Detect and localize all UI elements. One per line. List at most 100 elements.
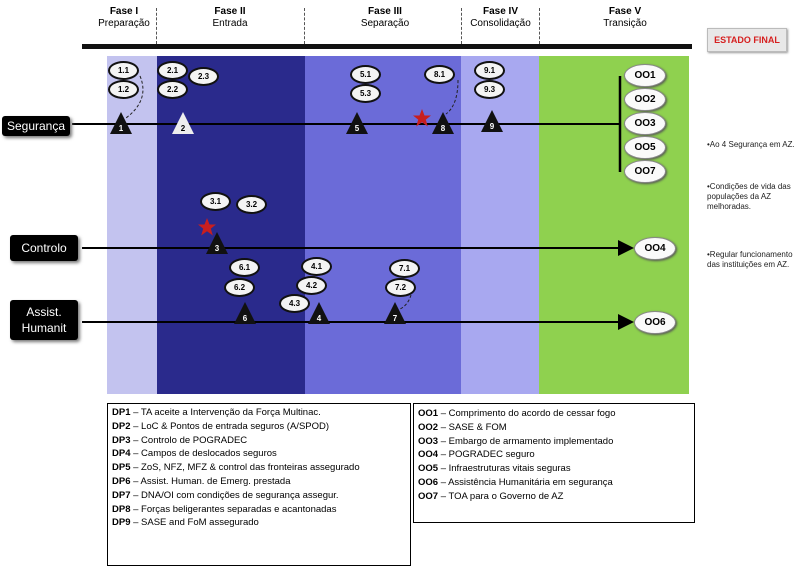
- oval-5-1: 5.1: [350, 65, 381, 84]
- oval-7-2: 7.2: [385, 278, 416, 297]
- side-note-1: •Ao 4 Segurança em AZ.: [707, 140, 795, 149]
- legend-text: – Infraestruturas vitais seguras: [438, 463, 571, 475]
- legend-code: DP9: [112, 517, 131, 529]
- legend-code: DP5: [112, 462, 131, 474]
- triangle-marker: [206, 232, 228, 254]
- triangle-marker: [432, 112, 454, 134]
- legend-code: DP6: [112, 475, 131, 487]
- legend-oo-item: OO6 – Assistência Humanitária em seguran…: [418, 476, 690, 490]
- phase-4-title: Fase IV: [482, 6, 519, 17]
- triangle-number: 9: [489, 122, 495, 131]
- legend-text: – TA aceite a Intervenção da Força Multi…: [130, 407, 321, 418]
- triangle-marker: [308, 302, 330, 324]
- legend-dp-item: DP2 – LoC & Pontos de entrada seguros (A…: [112, 420, 406, 434]
- triangle-marker: [234, 302, 256, 324]
- phase-5-subtitle: Transição: [603, 18, 647, 29]
- oval-9-3: 9.3: [474, 80, 505, 99]
- legend-text: – DNA/OI com condições de segurança asse…: [130, 489, 339, 501]
- legend-code: DP3: [112, 434, 131, 446]
- star-icon: [413, 109, 431, 127]
- legend-dp-item: DP7 – DNA/OI com condições de segurança …: [112, 489, 406, 503]
- legend-oo-item: OO7 – TOA para o Governo de AZ: [418, 490, 690, 504]
- triangle-marker: [346, 112, 368, 134]
- phase-divider: [461, 8, 462, 44]
- legend-operational-objectives: OO1 – Comprimento do acordo de cessar fo…: [413, 403, 695, 523]
- phase-5-band: [539, 56, 689, 394]
- triangle-number: 7: [392, 314, 398, 323]
- oval-3-1: 3.1: [200, 192, 231, 211]
- side-note-3: •Regular funcionamento das instituições …: [707, 250, 793, 269]
- oval-6-1: 6.1: [229, 258, 260, 277]
- oval-2-2: 2.2: [157, 80, 188, 99]
- triangle-marker: [172, 112, 194, 134]
- legend-text: – Assist. Human. de Emerg. prestada: [130, 475, 291, 487]
- legend-code: OO3: [418, 435, 439, 447]
- oval-5-3: 5.3: [350, 84, 381, 103]
- legend-dp-item: DP4 – Campos de deslocados seguros: [112, 447, 406, 461]
- phase-1-subtitle: Preparação: [98, 18, 150, 29]
- legend-oo-item: OO2 – SASE & FOM: [418, 421, 690, 435]
- triangle-number: 8: [440, 124, 446, 133]
- lines-svg: [72, 75, 634, 330]
- legend-oo-item: OO1 – Comprimento do acordo de cessar fo…: [418, 407, 690, 421]
- star-icon: [198, 218, 216, 236]
- legend-text: – ZoS, NFZ, MFZ & control das fronteiras…: [130, 462, 360, 474]
- legend-oo-item: OO5 – Infraestruturas vitais seguras: [418, 462, 690, 476]
- oval-6-2: 6.2: [224, 278, 255, 297]
- legend-code: OO1: [418, 408, 439, 419]
- legend-text: – TOA para o Governo de AZ: [438, 490, 564, 502]
- phase-3-title: Fase III: [368, 6, 402, 17]
- legend-code: DP2: [112, 420, 131, 432]
- legend-text: – SASE & FOM: [438, 421, 507, 433]
- phase-3-header: Fase III Separação: [330, 6, 440, 30]
- assist-label: Assist. Humanit: [10, 300, 78, 340]
- side-note-2: •Condições de vida das populações da AZ …: [707, 182, 791, 211]
- oval-9-1: 9.1: [474, 61, 505, 80]
- legend-code: DP4: [112, 448, 131, 460]
- phase-4-header: Fase IV Consolidação: [463, 6, 538, 30]
- estado-final-badge: ESTADO FINAL: [707, 28, 787, 52]
- oval-7-1: 7.1: [389, 259, 420, 278]
- legend-code: DP8: [112, 503, 131, 515]
- oval-2-1: 2.1: [157, 61, 188, 80]
- phase-2-title: Fase II: [214, 6, 246, 17]
- outcome-oo4: OO4: [634, 237, 676, 260]
- outcome-oo1: OO1: [624, 64, 666, 87]
- legend-text: – Forças beligerantes separadas e acanto…: [130, 503, 337, 515]
- phase-3-subtitle: Separação: [360, 18, 410, 29]
- oval-1-1: 1.1: [108, 61, 139, 80]
- outcome-oo7: OO7: [624, 160, 666, 183]
- legend-dp-item: DP9 – SASE and FoM assegurado: [112, 516, 406, 530]
- oval-2-3: 2.3: [188, 67, 219, 86]
- oval-3-2: 3.2: [236, 195, 267, 214]
- triangle-number: 1: [118, 124, 124, 133]
- legend-text: – Campos de deslocados seguros: [130, 448, 277, 460]
- legend-code: DP1: [112, 407, 131, 418]
- legend-dp-item: DP6 – Assist. Human. de Emerg. prestada: [112, 475, 406, 489]
- legend-text: – Assistência Humanitária em segurança: [438, 476, 613, 488]
- legend-text: – Embargo de armamento implementado: [438, 435, 614, 447]
- legend-oo-item: OO3 – Embargo de armamento implementado: [418, 435, 690, 449]
- legend-code: OO4: [418, 449, 439, 461]
- phase-divider: [539, 8, 540, 44]
- legend-code: OO6: [418, 476, 439, 488]
- dashed-connector: [445, 79, 459, 115]
- phase-5-title: Fase V: [608, 6, 642, 17]
- triangle-number: 3: [214, 244, 220, 253]
- outcome-oo3: OO3: [624, 112, 666, 135]
- legend-text: – LoC & Pontos de entrada seguros (A/SPO…: [130, 420, 330, 432]
- phase-divider: [304, 8, 305, 44]
- oval-4-2: 4.2: [296, 276, 327, 295]
- header-rule: [82, 44, 692, 49]
- phase-1-title: Fase I: [109, 6, 139, 17]
- legend-dp-item: DP3 – Controlo de POGRADEC: [112, 434, 406, 448]
- legend-code: OO2: [418, 421, 439, 433]
- phase-divider: [156, 8, 157, 44]
- legend-code: DP7: [112, 489, 131, 501]
- legend-text: – POGRADEC seguro: [438, 449, 535, 461]
- outcome-oo5: OO5: [624, 136, 666, 159]
- legend-decisive-points: DP1 – TA aceite a Intervenção da Força M…: [107, 403, 411, 566]
- phase-5-header: Fase V Transição: [580, 6, 670, 30]
- phase-2-subtitle: Entrada: [212, 18, 248, 29]
- oval-4-1: 4.1: [301, 257, 332, 276]
